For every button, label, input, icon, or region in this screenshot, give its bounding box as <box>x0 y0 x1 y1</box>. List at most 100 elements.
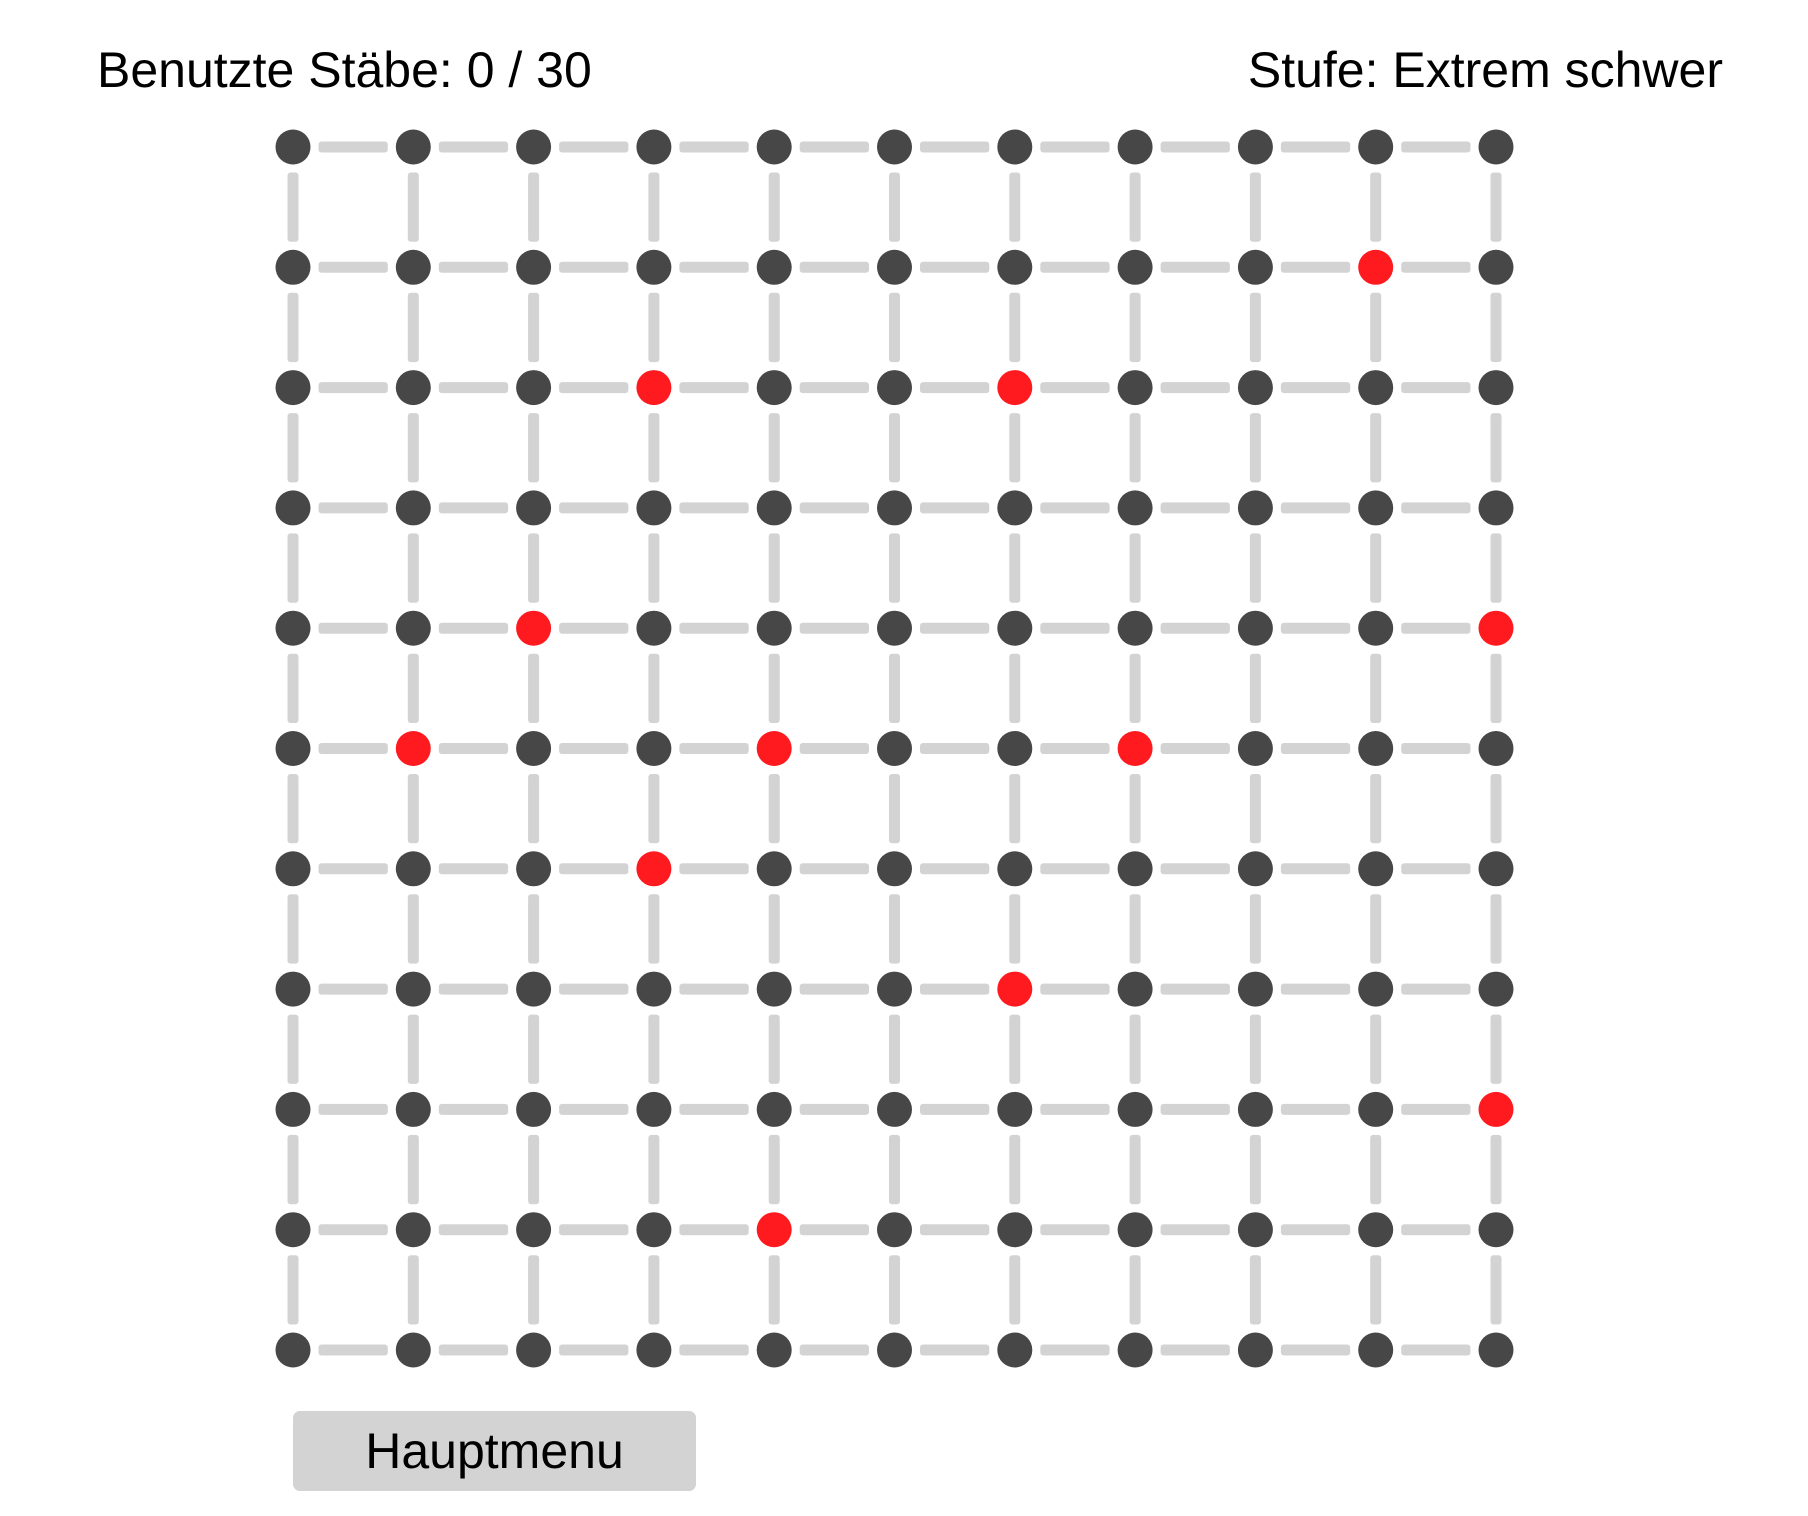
stick-horizontal[interactable] <box>1401 743 1471 754</box>
stick-horizontal[interactable] <box>559 382 629 394</box>
stick-horizontal[interactable] <box>438 261 509 273</box>
stick-vertical[interactable] <box>1249 1014 1261 1084</box>
stick-horizontal[interactable] <box>438 863 509 875</box>
stick-horizontal[interactable] <box>920 1224 990 1236</box>
stick-vertical[interactable] <box>648 292 660 363</box>
stick-vertical[interactable] <box>1009 1255 1021 1325</box>
stick-horizontal[interactable] <box>318 863 388 875</box>
stick-horizontal[interactable] <box>920 382 990 394</box>
stick-vertical[interactable] <box>287 1255 299 1325</box>
stick-vertical[interactable] <box>889 774 900 844</box>
stick-vertical[interactable] <box>528 413 540 483</box>
stick-vertical[interactable] <box>407 894 419 964</box>
stick-horizontal[interactable] <box>920 502 990 514</box>
stick-vertical[interactable] <box>768 894 780 964</box>
stick-horizontal[interactable] <box>438 1224 509 1236</box>
stick-vertical[interactable] <box>407 1014 419 1084</box>
stick-horizontal[interactable] <box>1160 382 1230 394</box>
stick-vertical[interactable] <box>889 172 900 242</box>
stick-horizontal[interactable] <box>1401 863 1471 875</box>
stick-vertical[interactable] <box>528 774 540 844</box>
stick-horizontal[interactable] <box>438 622 509 634</box>
stick-vertical[interactable] <box>287 653 299 723</box>
stick-horizontal[interactable] <box>438 743 509 754</box>
stick-horizontal[interactable] <box>1040 141 1110 153</box>
stick-horizontal[interactable] <box>318 983 388 995</box>
stick-horizontal[interactable] <box>438 141 509 153</box>
stick-horizontal[interactable] <box>1401 141 1471 153</box>
stick-horizontal[interactable] <box>1280 502 1351 514</box>
stick-vertical[interactable] <box>407 774 419 844</box>
stick-vertical[interactable] <box>768 533 780 603</box>
stick-horizontal[interactable] <box>1401 382 1471 394</box>
stick-horizontal[interactable] <box>318 141 388 153</box>
stick-vertical[interactable] <box>1129 172 1141 242</box>
stick-horizontal[interactable] <box>438 1344 509 1356</box>
stick-vertical[interactable] <box>1009 1134 1021 1205</box>
stick-vertical[interactable] <box>889 292 900 363</box>
stick-vertical[interactable] <box>1129 1255 1141 1325</box>
stick-horizontal[interactable] <box>679 743 749 754</box>
stick-vertical[interactable] <box>1370 533 1382 603</box>
stick-vertical[interactable] <box>889 413 900 483</box>
stick-horizontal[interactable] <box>1280 743 1351 754</box>
stick-vertical[interactable] <box>1129 533 1141 603</box>
stick-horizontal[interactable] <box>318 1103 388 1115</box>
stick-horizontal[interactable] <box>799 1344 869 1356</box>
stick-horizontal[interactable] <box>920 983 990 995</box>
stick-vertical[interactable] <box>1249 653 1261 723</box>
stick-vertical[interactable] <box>1490 774 1502 844</box>
stick-vertical[interactable] <box>1249 292 1261 363</box>
stick-vertical[interactable] <box>528 1014 540 1084</box>
stick-horizontal[interactable] <box>1280 863 1351 875</box>
stick-vertical[interactable] <box>1370 172 1382 242</box>
stick-vertical[interactable] <box>528 533 540 603</box>
stick-vertical[interactable] <box>1129 894 1141 964</box>
stick-horizontal[interactable] <box>920 141 990 153</box>
stick-horizontal[interactable] <box>920 1344 990 1356</box>
stick-vertical[interactable] <box>287 533 299 603</box>
stick-horizontal[interactable] <box>799 382 869 394</box>
stick-horizontal[interactable] <box>679 1224 749 1236</box>
stick-vertical[interactable] <box>1490 1255 1502 1325</box>
stick-vertical[interactable] <box>407 1255 419 1325</box>
stick-horizontal[interactable] <box>318 622 388 634</box>
stick-vertical[interactable] <box>1009 292 1021 363</box>
stick-vertical[interactable] <box>407 413 419 483</box>
stick-horizontal[interactable] <box>1040 1344 1110 1356</box>
stick-vertical[interactable] <box>768 172 780 242</box>
stick-vertical[interactable] <box>1009 172 1021 242</box>
stick-vertical[interactable] <box>1129 1014 1141 1084</box>
stick-vertical[interactable] <box>1370 1255 1382 1325</box>
stick-horizontal[interactable] <box>1040 502 1110 514</box>
stick-horizontal[interactable] <box>559 141 629 153</box>
stick-horizontal[interactable] <box>318 261 388 273</box>
stick-horizontal[interactable] <box>799 141 869 153</box>
stick-horizontal[interactable] <box>1160 502 1230 514</box>
stick-vertical[interactable] <box>287 172 299 242</box>
stick-vertical[interactable] <box>1009 774 1021 844</box>
stick-vertical[interactable] <box>1009 1014 1021 1084</box>
stick-vertical[interactable] <box>1490 653 1502 723</box>
stick-vertical[interactable] <box>1129 413 1141 483</box>
stick-vertical[interactable] <box>287 894 299 964</box>
stick-horizontal[interactable] <box>1040 743 1110 754</box>
stick-horizontal[interactable] <box>1040 863 1110 875</box>
stick-vertical[interactable] <box>648 774 660 844</box>
stick-horizontal[interactable] <box>799 1103 869 1115</box>
stick-horizontal[interactable] <box>799 622 869 634</box>
stick-vertical[interactable] <box>889 533 900 603</box>
stick-vertical[interactable] <box>1490 1134 1502 1205</box>
stick-horizontal[interactable] <box>559 1344 629 1356</box>
stick-horizontal[interactable] <box>1160 141 1230 153</box>
stick-horizontal[interactable] <box>679 502 749 514</box>
stick-vertical[interactable] <box>287 413 299 483</box>
stick-vertical[interactable] <box>1490 413 1502 483</box>
stick-horizontal[interactable] <box>679 141 749 153</box>
stick-vertical[interactable] <box>287 774 299 844</box>
stick-horizontal[interactable] <box>679 261 749 273</box>
stick-horizontal[interactable] <box>559 622 629 634</box>
stick-vertical[interactable] <box>287 1014 299 1084</box>
stick-vertical[interactable] <box>768 292 780 363</box>
stick-vertical[interactable] <box>1249 533 1261 603</box>
